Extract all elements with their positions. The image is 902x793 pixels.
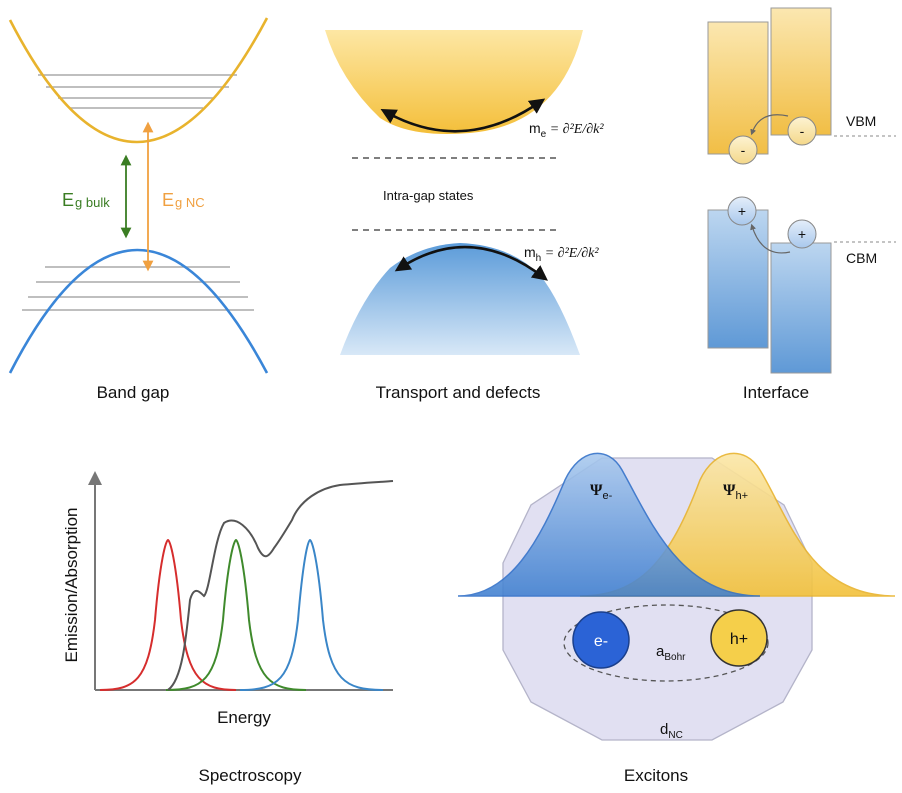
x-axis-label: Energy bbox=[217, 708, 271, 727]
eg-bulk-label: Eg bulk bbox=[62, 190, 110, 210]
intra-gap-label: Intra-gap states bbox=[383, 188, 474, 203]
left-conduction-bar bbox=[707, 209, 769, 349]
spectroscopy-panel: Energy Emission/Absorption Spectroscopy bbox=[62, 471, 394, 785]
vbm-label: VBM bbox=[846, 113, 876, 129]
cbm-label: CBM bbox=[846, 250, 877, 266]
right-valence-bar bbox=[770, 7, 832, 136]
d-nc-label: dNC bbox=[660, 721, 683, 741]
hole-circle-left bbox=[727, 196, 757, 226]
transport-panel: me = ∂²E/∂k² Intra-gap states mh = ∂²E/∂… bbox=[325, 30, 604, 402]
absorption-spectrum bbox=[167, 480, 394, 691]
hole-symbol-right: + bbox=[798, 226, 806, 242]
left-valence-bar bbox=[707, 21, 769, 155]
interface-panel: VBM - - CBM + + Interface bbox=[707, 7, 896, 402]
eg-nc-label: Eg NC bbox=[162, 190, 205, 210]
hole-transfer-arrow bbox=[750, 223, 791, 254]
interface-caption: Interface bbox=[743, 383, 809, 402]
red-emission-peak bbox=[99, 538, 237, 691]
hole-label: h+ bbox=[730, 631, 748, 648]
psi-h-label: Ψh+ bbox=[723, 482, 748, 502]
excitons-caption: Excitons bbox=[624, 766, 688, 785]
valence-band-curve bbox=[8, 248, 269, 374]
electron-circle bbox=[572, 611, 630, 669]
hole-circle-right bbox=[787, 219, 817, 249]
mh-label: mh = ∂²E/∂k² bbox=[524, 244, 599, 264]
band-gap-caption: Band gap bbox=[97, 383, 170, 402]
psi-e-label: Ψe- bbox=[590, 482, 613, 502]
hole-mass-arrow bbox=[394, 245, 548, 281]
y-axis-label: Emission/Absorption bbox=[62, 508, 81, 663]
green-emission-peak bbox=[165, 538, 307, 691]
electron-symbol-right: - bbox=[800, 123, 805, 139]
electron-circle-right bbox=[787, 116, 817, 146]
conduction-band-fill bbox=[325, 30, 583, 134]
hole-symbol-left: + bbox=[738, 203, 746, 219]
band-gap-panel: Eg bulk Eg NC Band gap bbox=[8, 17, 269, 402]
excitons-panel: Ψe- Ψh+ e- h+ aBohr dNC Excitons bbox=[457, 452, 896, 785]
conduction-band-curve bbox=[8, 17, 269, 144]
a-bohr-label: aBohr bbox=[656, 643, 686, 663]
electron-transfer-arrow bbox=[750, 114, 789, 136]
spectroscopy-caption: Spectroscopy bbox=[199, 766, 302, 785]
hole-circle bbox=[710, 609, 768, 667]
valence-levels bbox=[22, 266, 254, 311]
electron-circle-left bbox=[728, 135, 758, 165]
bohr-radius-ellipse bbox=[563, 604, 769, 682]
electron-label: e- bbox=[594, 633, 608, 650]
blue-emission-peak bbox=[239, 538, 384, 691]
right-conduction-bar bbox=[770, 242, 832, 374]
conduction-levels bbox=[38, 74, 237, 109]
me-label: me = ∂²E/∂k² bbox=[529, 120, 604, 140]
electron-mass-arrow bbox=[380, 98, 546, 133]
electron-symbol-left: - bbox=[741, 142, 746, 158]
transport-caption: Transport and defects bbox=[376, 383, 541, 402]
psi-e-wavefunction bbox=[457, 452, 761, 597]
